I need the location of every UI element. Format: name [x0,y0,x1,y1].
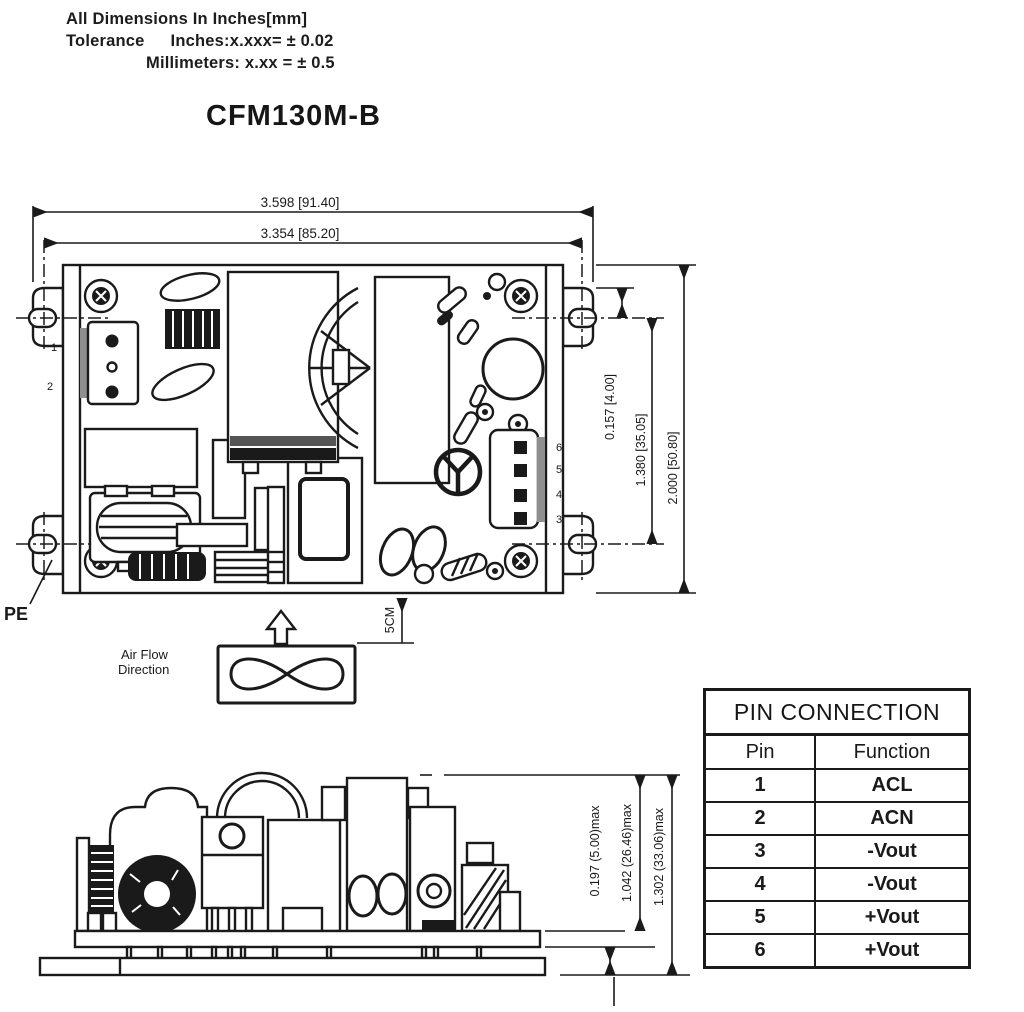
pe-label: PE [4,604,28,624]
dimension-notes: All Dimensions In Inches[mm] Tolerance In… [66,8,335,74]
function-column-header: Function [853,741,931,763]
dim-pin-length-label: 0.197 (5.00)max [588,805,602,897]
output-pin-5-label: 5 [556,464,562,476]
table-row: 2 ACN [706,803,968,836]
dim-hole-spacing-label: 1.380 [35.05] [634,414,648,487]
pin-function: -Vout [867,873,917,895]
clearance-label: 5CM [383,607,397,633]
pin-connection-table: PIN CONNECTION Pin Function 1 ACL 2 ACN … [703,688,971,969]
airflow-up-arrow [264,609,298,646]
pin-number: 1 [706,770,817,801]
tolerance-inches: Inches:x.xxx= ± 0.02 [170,32,334,50]
airflow-diagram: Air Flow Direction 5CM [118,598,414,705]
side-view-dimensions: 0.197 (5.00)max 1.042 (26.46)max 1.302 (… [420,774,690,1006]
table-row: 5 +Vout [706,902,968,935]
base-plate [38,956,547,977]
pin-number: 4 [706,869,817,900]
hatched-capsule [440,552,488,582]
pin-number: 6 [706,935,817,966]
input-connector [80,320,140,406]
dim-component-height-label: 1.042 (26.46)max [620,803,634,902]
tolerance-millimeters: Millimeters: x.xx = ± 0.5 [146,54,335,72]
pin-number: 3 [706,836,817,867]
pin-table-title: PIN CONNECTION [706,691,968,736]
dim-overall-width-label: 3.598 [91.40] [261,195,340,210]
table-row: 6 +Vout [706,935,968,966]
pin-table-header-row: Pin Function [706,736,968,770]
dim-inner-width-label: 3.354 [85.20] [261,226,340,241]
side-pcb [73,929,542,949]
y-component [433,447,483,497]
pin-function: ACL [871,774,913,796]
fan-blades-icon [229,657,345,691]
input-pin-1-label: 1 [51,342,57,354]
pe-callout: PE [4,559,53,624]
output-connector [488,428,545,530]
table-row: 3 -Vout [706,836,968,869]
output-pin-4-label: 4 [556,489,562,501]
pin-function: ACN [870,807,914,829]
dim-total-height-label: 1.302 (33.06)max [652,807,666,906]
model-number-title: CFM130M-B [206,100,381,132]
note-tolerance: Tolerance Inches:x.xxx= ± 0.02 [66,30,335,52]
pin-number: 2 [706,803,817,834]
top-view-drawing: 1 2 [16,240,664,595]
table-row: 4 -Vout [706,869,968,902]
pin-function: +Vout [864,906,920,928]
pcb-pins [125,945,483,960]
input-pin-2-label: 2 [47,381,53,393]
pin-column-header: Pin [706,736,817,768]
side-view-drawing [38,771,547,977]
note-units: All Dimensions In Inches[mm] [66,10,308,28]
airflow-label-line2: Direction [118,662,169,677]
dim-overall-height-label: 2.000 [50.80] [666,432,680,505]
pin-function: +Vout [864,939,920,961]
table-row: 1 ACL [706,770,968,803]
output-pin-6-label: 6 [556,442,562,454]
pin-function: -Vout [867,840,917,862]
tolerance-label: Tolerance [66,32,145,50]
airflow-label-line1: Air Flow [121,647,169,662]
to220-transistor [200,815,265,933]
top-view-components [83,270,545,585]
top-view-dimensions: 3.598 [91.40] 3.354 [85.20] 0.157 [4.00]… [32,195,696,594]
output-pin-3-label: 3 [556,514,562,526]
toroid-inductor [118,855,196,933]
dim-hole-offset-label: 0.157 [4.00] [603,374,617,440]
pin-number: 5 [706,902,817,933]
